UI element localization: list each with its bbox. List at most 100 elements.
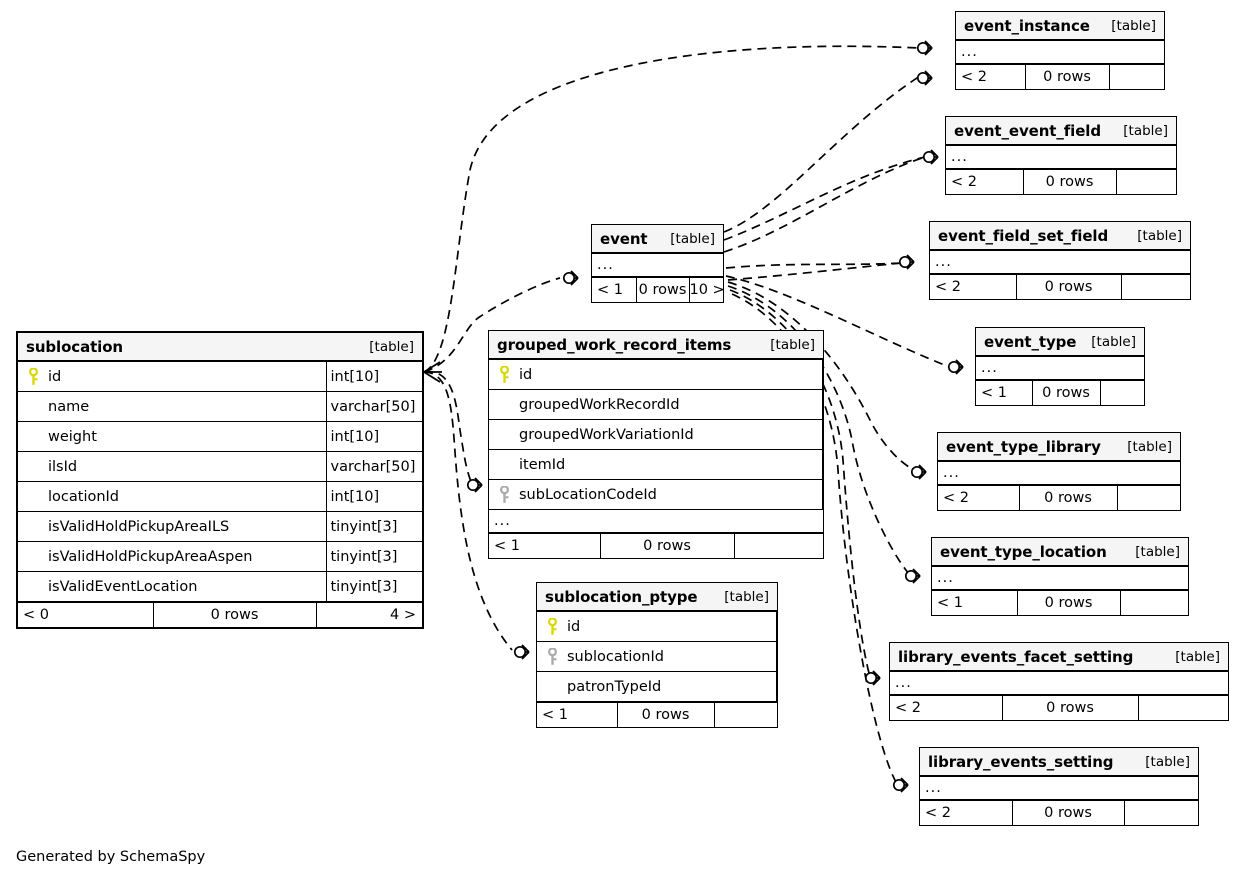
column-name: groupedWorkRecordId xyxy=(519,396,680,413)
table-column-row[interactable]: locationId int[10] xyxy=(18,481,422,512)
column-type: int[10] xyxy=(325,421,422,452)
table-column-row[interactable]: groupedWorkRecordId xyxy=(489,389,824,420)
table-header-row: event_event_field[table] xyxy=(946,117,1176,146)
footer-row-count: 0 rows xyxy=(635,277,690,302)
footer-parents-count: < 2 xyxy=(938,485,1020,510)
table-header-row: event_instance [table] xyxy=(956,12,1164,41)
table-title: event_type_location xyxy=(940,542,1107,561)
table-column-row[interactable]: sublocationId xyxy=(537,641,778,672)
table-type-tag: [table] xyxy=(770,336,815,353)
table-type-tag: [table] xyxy=(1111,17,1156,34)
footer-parents-count: < 1 xyxy=(537,702,618,727)
column-name: patronTypeId xyxy=(567,678,662,695)
table-header-row: sublocation_ptype[table] xyxy=(537,583,777,612)
table-ellipsis-row: ... xyxy=(920,775,1198,800)
table-header-row: event [table] xyxy=(592,225,723,254)
footer-parents-count: < 0 xyxy=(18,602,154,627)
table-title: library_events_setting xyxy=(928,752,1114,771)
table-ellipsis-row: ... xyxy=(932,565,1188,590)
table-type-tag: [table] xyxy=(1135,543,1180,560)
column-type: tinyint[3] xyxy=(325,571,422,602)
footer-children-count xyxy=(1116,485,1180,510)
column-name: isValidHoldPickupAreaILS xyxy=(48,518,230,535)
column-name: locationId xyxy=(48,488,120,505)
column-type: varchar[50] xyxy=(325,391,422,422)
table-type-tag: [table] xyxy=(670,230,715,247)
table-node-library_events_facet_setting[interactable]: library_events_facet_setting[table]...< … xyxy=(889,642,1229,721)
footer-row-count: 0 rows xyxy=(1011,800,1125,825)
foreign-key-icon xyxy=(489,485,519,504)
footer-parents-count: < 1 xyxy=(592,277,637,302)
table-column-row[interactable]: patronTypeId xyxy=(537,671,778,702)
table-column-row[interactable]: groupedWorkVariationId xyxy=(489,419,824,450)
table-type-tag: [table] xyxy=(1137,227,1182,244)
table-header-row: library_events_setting[table] xyxy=(920,748,1198,777)
table-title: event_field_set_field xyxy=(938,226,1109,245)
table-column-row[interactable]: weight int[10] xyxy=(18,421,422,452)
table-column-row[interactable]: subLocationCodeId xyxy=(489,479,824,510)
table-column-row[interactable]: id xyxy=(489,358,824,390)
table-node-grouped_work_record_items[interactable]: grouped_work_record_items[table]id groupe… xyxy=(488,330,824,559)
table-title: event_type xyxy=(984,332,1077,351)
table-title: event xyxy=(600,229,648,248)
footer-row-count: 0 rows xyxy=(1024,64,1110,89)
ellipsis-label: ... xyxy=(938,460,1180,485)
footer-children-count xyxy=(1120,274,1190,299)
table-column-row[interactable]: itemId xyxy=(489,449,824,480)
ellipsis-label: ... xyxy=(976,355,1144,380)
foreign-key-icon xyxy=(537,647,567,666)
footer-children-count xyxy=(1108,64,1164,89)
table-ellipsis-row: ... xyxy=(890,670,1228,695)
column-type: int[10] xyxy=(325,481,422,512)
column-type: varchar[50] xyxy=(325,451,422,482)
ellipsis-label: ... xyxy=(932,565,1188,590)
ellipsis-label: ... xyxy=(930,249,1190,274)
table-column-row[interactable]: id xyxy=(537,610,778,642)
table-title: event_instance xyxy=(964,16,1090,35)
table-header-row: sublocation[table] xyxy=(18,333,422,362)
footer-children-count xyxy=(1137,695,1228,720)
footer-row-count: 0 rows xyxy=(1016,590,1121,615)
footer-row-count: 0 rows xyxy=(599,533,735,558)
footer-parents-count: < 1 xyxy=(976,380,1033,405)
ellipsis-label: ... xyxy=(489,509,823,533)
table-ellipsis-row: ... xyxy=(956,39,1164,64)
column-type: int[10] xyxy=(325,360,422,392)
footer-row-count: 0 rows xyxy=(1031,380,1101,405)
footer-row-count: 0 rows xyxy=(616,702,715,727)
column-name: subLocationCodeId xyxy=(519,486,657,503)
ellipsis-label: ... xyxy=(956,39,1164,64)
footer-children-count: 10 > xyxy=(688,277,723,302)
column-type: tinyint[3] xyxy=(325,541,422,572)
table-type-tag: [table] xyxy=(1175,648,1220,665)
table-type-tag: [table] xyxy=(1127,438,1172,455)
table-header-row: event_type_location [table] xyxy=(932,538,1188,567)
ellipsis-label: ... xyxy=(890,670,1228,695)
ellipsis-label: ... xyxy=(946,144,1176,169)
column-name: isValidHoldPickupAreaAspen xyxy=(48,548,253,565)
column-name: weight xyxy=(48,428,97,445)
table-column-row[interactable]: isValidHoldPickupAreaAspen tinyint[3] xyxy=(18,541,422,572)
column-name: groupedWorkVariationId xyxy=(519,426,694,443)
column-name: itemId xyxy=(519,456,566,473)
footer-parents-count: < 1 xyxy=(932,590,1018,615)
table-header-row: grouped_work_record_items[table] xyxy=(489,331,823,360)
footer-parents-count: < 2 xyxy=(930,274,1017,299)
primary-key-icon xyxy=(18,367,48,386)
